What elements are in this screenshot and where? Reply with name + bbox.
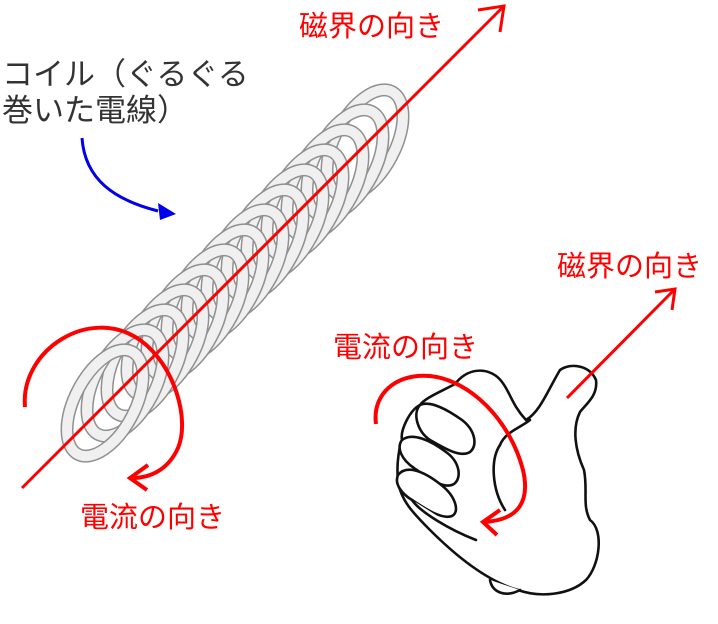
magnetic-field-arrow-right	[565, 287, 677, 400]
current-direction-label-right: 電流の向き	[333, 330, 479, 364]
field-direction-label-left: 磁界の向き	[299, 9, 445, 43]
coil-label-line1: コイル（ぐるぐる	[2, 57, 249, 93]
current-arrow-left	[22, 325, 185, 492]
coil-illustration	[60, 83, 410, 463]
current-direction-label-left: 電流の向き	[80, 500, 226, 534]
right-hand-illustration	[395, 364, 601, 596]
coil-pointer-arrow	[80, 137, 176, 220]
current-arrow-right	[373, 373, 528, 537]
field-direction-label-right: 磁界の向き	[557, 249, 703, 283]
magnetic-field-arrow-left	[20, 4, 506, 490]
coil-label-line2: 巻いた電線）	[2, 93, 188, 129]
